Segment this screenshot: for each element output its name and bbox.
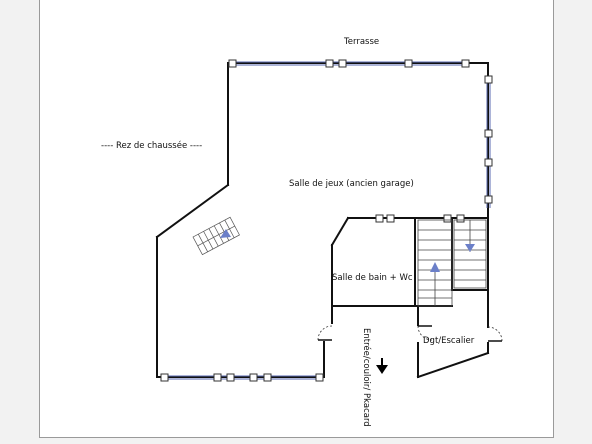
entree-label: Entrée/couloir/ Pkacard — [361, 328, 372, 427]
doors — [317, 325, 503, 342]
outer-walls — [155, 62, 490, 379]
salle-de-jeux-label: Salle de jeux (ancien garage) — [289, 179, 414, 189]
interior-walls — [330, 216, 489, 326]
dgt-escalier-label: Dgt/Escalier — [423, 336, 475, 346]
windows — [164, 61, 491, 380]
door-leaves — [318, 325, 502, 342]
small-stair-arrow — [220, 229, 231, 238]
salle-de-bain-label: Salle de bain + Wc — [332, 273, 413, 283]
staircase — [417, 219, 487, 307]
small-stair-symbol — [192, 216, 240, 256]
terrasse-label: Terrasse — [343, 37, 379, 47]
stair-up-arrow — [430, 262, 440, 272]
window-posts — [160, 59, 493, 382]
entry-arrow — [376, 358, 388, 374]
rez-de-chaussee-label: ---- Rez de chaussée ---- — [101, 140, 202, 151]
stair-down-arrow — [465, 244, 475, 252]
